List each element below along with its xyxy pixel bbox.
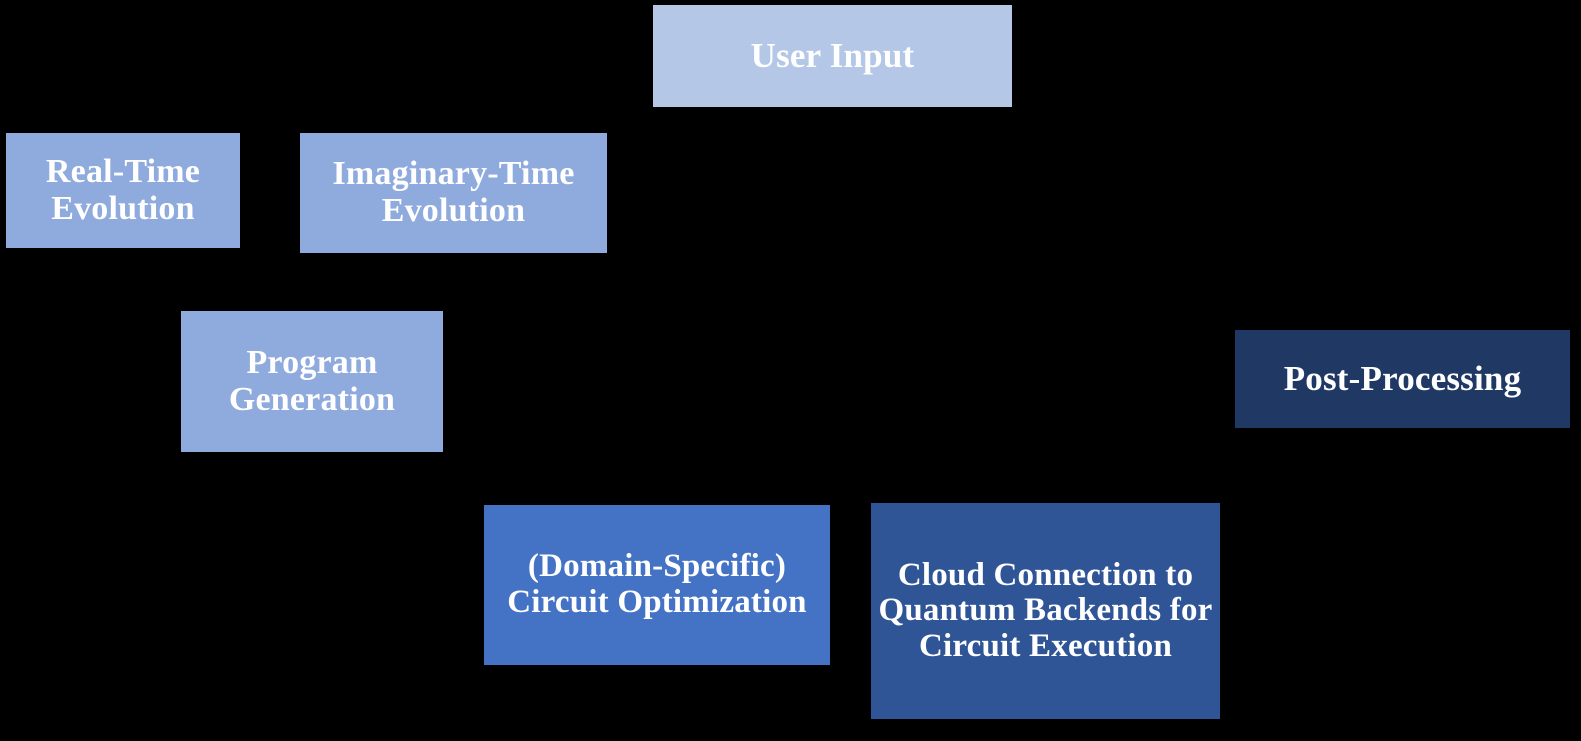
- node-post-processing-label: Post-Processing: [1283, 359, 1522, 399]
- node-program-generation[interactable]: Program Generation: [181, 311, 443, 452]
- node-real-time-evolution-label: Real-Time Evolution: [45, 152, 201, 227]
- node-circuit-optimization[interactable]: (Domain-Specific) Circuit Optimization: [484, 505, 830, 665]
- node-user-input-label: User Input: [750, 36, 915, 76]
- node-imaginary-time-evolution[interactable]: Imaginary-Time Evolution: [300, 133, 607, 253]
- node-program-generation-label: Program Generation: [228, 343, 396, 418]
- node-real-time-evolution[interactable]: Real-Time Evolution: [6, 133, 240, 248]
- node-cloud-connection[interactable]: Cloud Connection to Quantum Backends for…: [871, 503, 1220, 719]
- node-user-input[interactable]: User Input: [653, 5, 1012, 107]
- node-cloud-connection-label: Cloud Connection to Quantum Backends for…: [878, 556, 1213, 664]
- node-circuit-optimization-label: (Domain-Specific) Circuit Optimization: [507, 548, 807, 620]
- node-imaginary-time-evolution-label: Imaginary-Time Evolution: [332, 155, 575, 229]
- node-post-processing[interactable]: Post-Processing: [1235, 330, 1570, 428]
